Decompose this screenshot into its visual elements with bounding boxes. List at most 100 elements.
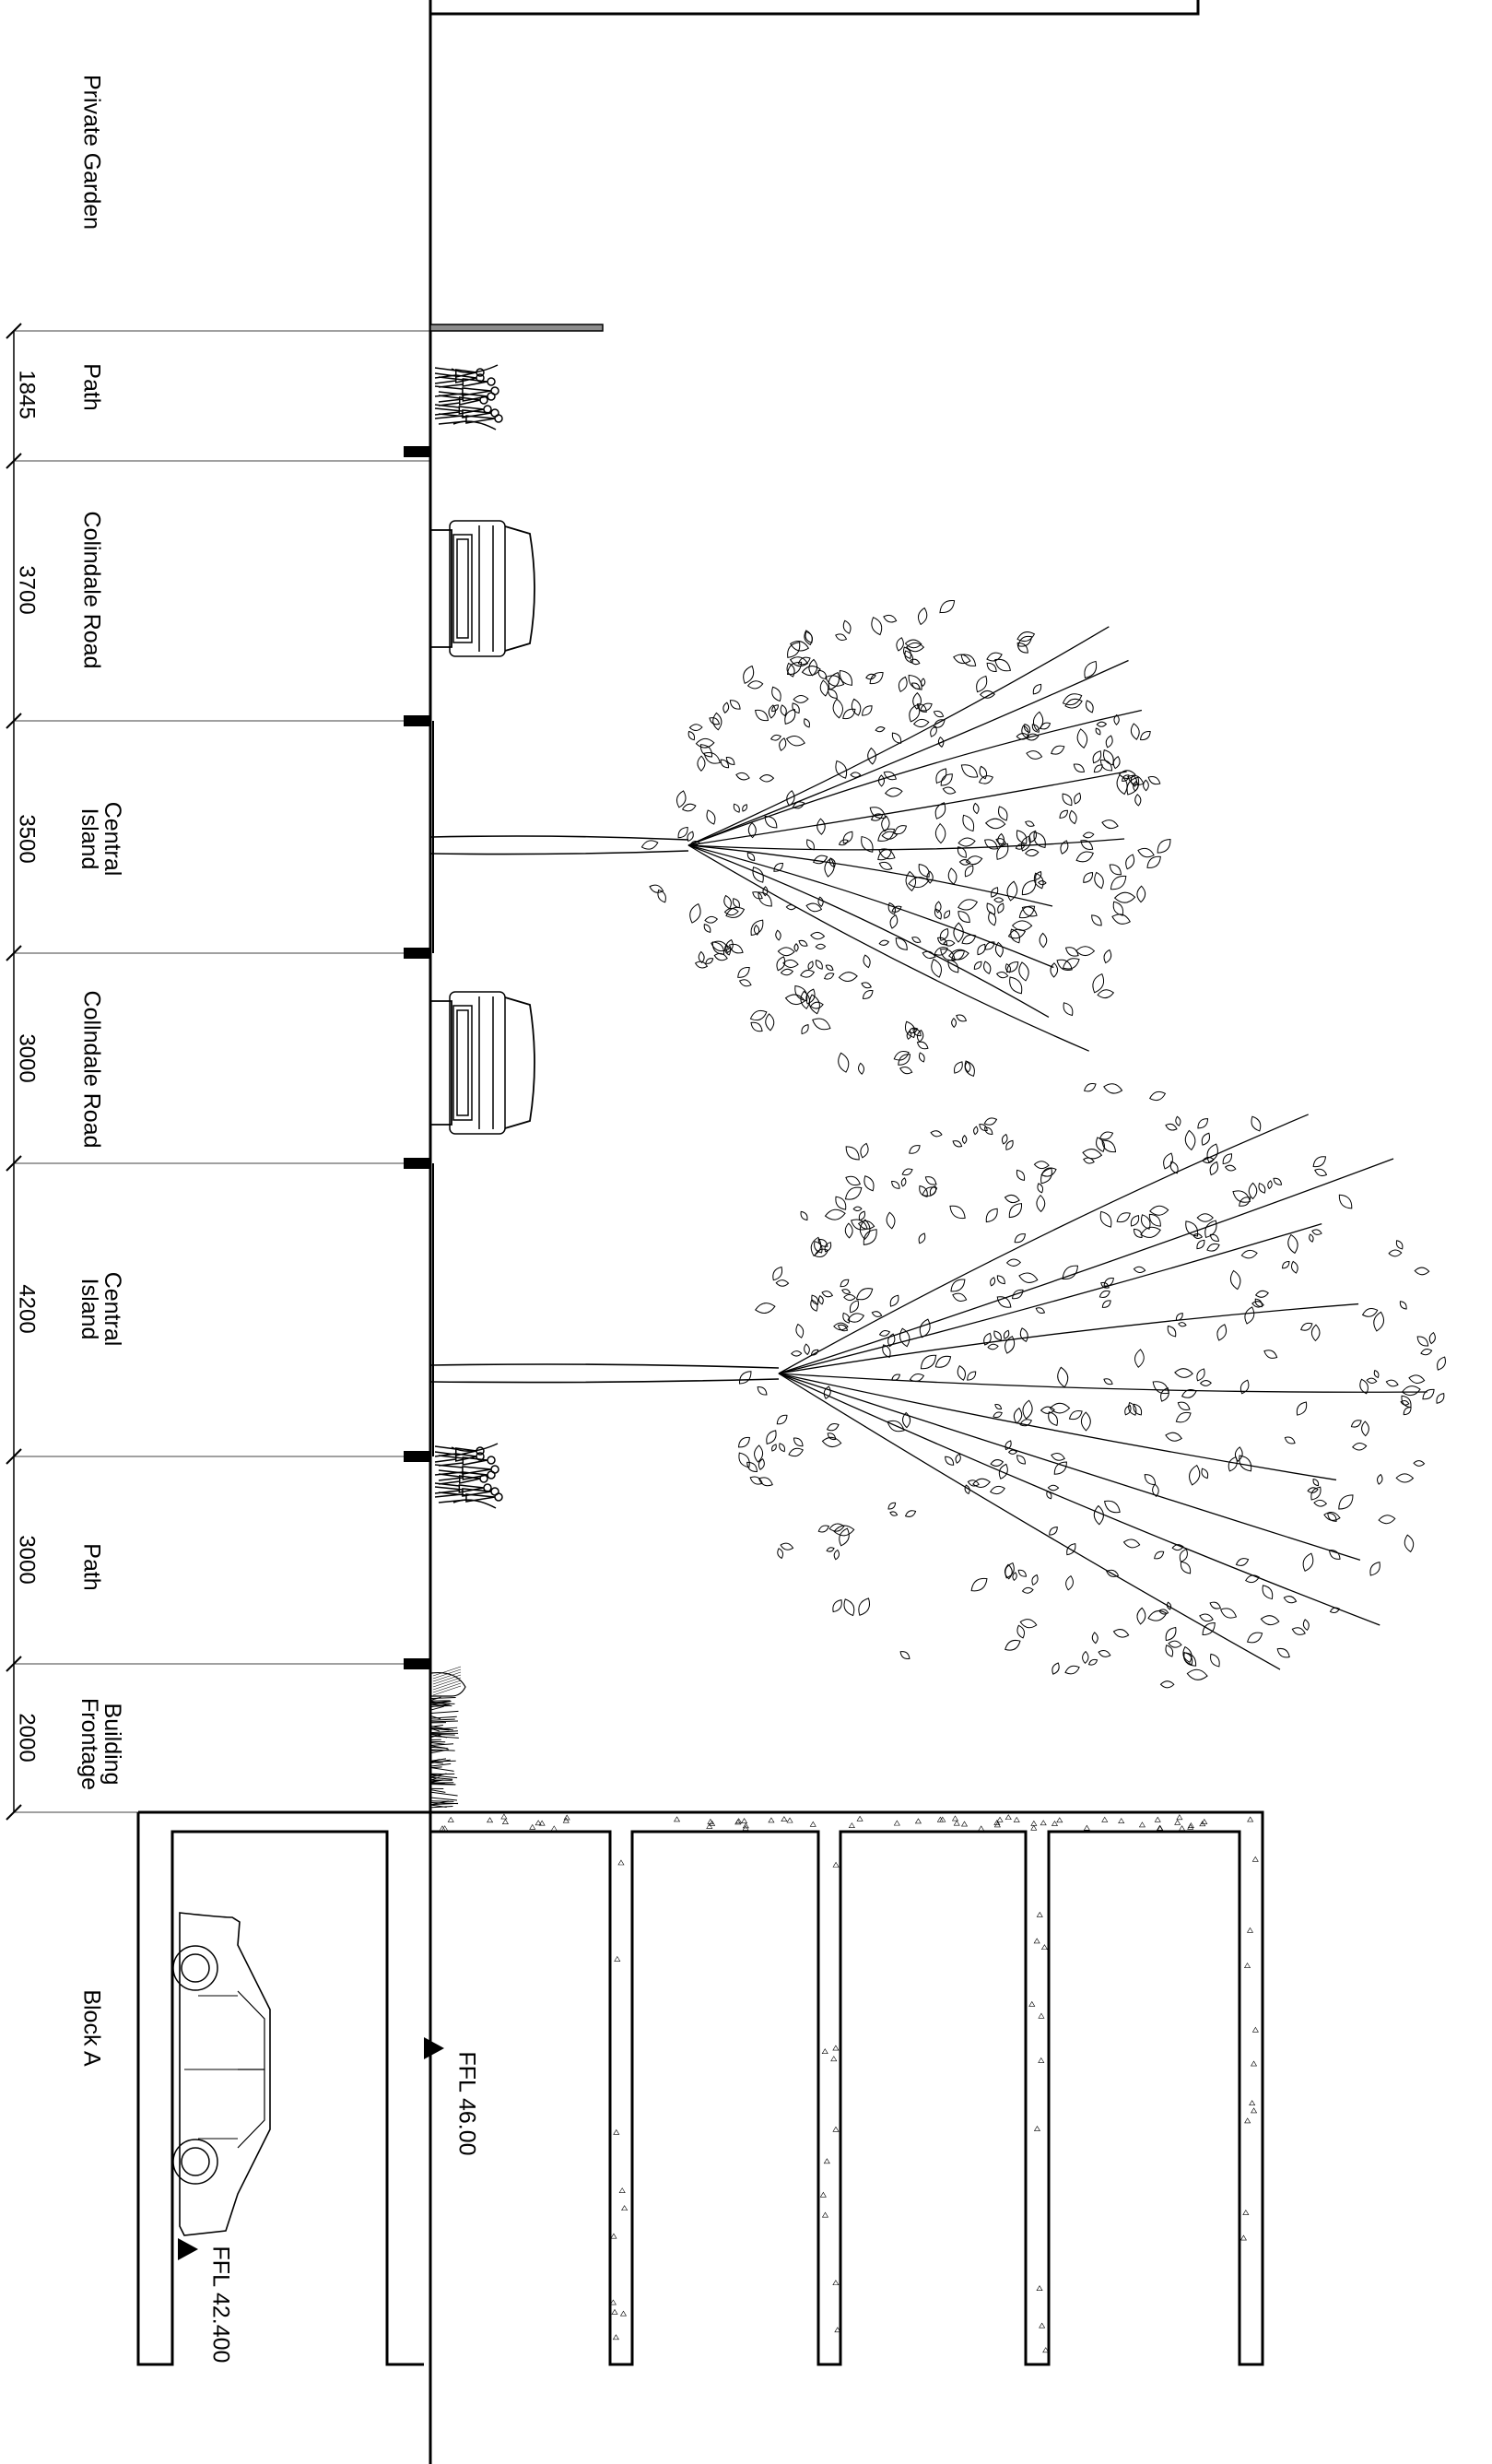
tree-leaf (1040, 722, 1051, 730)
tree-leaf (1051, 1453, 1065, 1461)
tree-leaf (1329, 1607, 1341, 1614)
tree-leaf (814, 1241, 823, 1254)
tree-leaf (687, 831, 694, 843)
zone-label-block-a: Block A (78, 1989, 104, 2067)
tree-leaf (1124, 1404, 1132, 1416)
dimension-tick-2 (6, 453, 22, 469)
tree-leaf (1098, 1290, 1110, 1298)
tree-leaf (1126, 776, 1140, 796)
tree-leaf (814, 1248, 829, 1258)
tree-leaf (832, 698, 843, 719)
tree-leaf (993, 1411, 1003, 1419)
tree-leaf (988, 911, 997, 926)
person-legs (434, 407, 464, 419)
tree-leaf (863, 1175, 875, 1192)
tree-leaf (812, 1018, 831, 1031)
slab-hatch (993, 1819, 1001, 1825)
tree-leaf (1049, 1527, 1058, 1536)
tree-leaf (952, 1292, 968, 1302)
tree-leaf (1125, 854, 1135, 870)
column-hatch (1038, 2012, 1045, 2019)
slab-hatch (1201, 1818, 1208, 1824)
person-body (462, 393, 488, 402)
tree-leaf (1222, 1153, 1233, 1165)
zone-label-path-2-line: Path (78, 1543, 104, 1590)
person-legs (438, 1469, 464, 1481)
tree-leaf (1160, 1386, 1169, 1402)
tree-leaf (725, 757, 735, 765)
tree-leaf (908, 674, 922, 690)
tree-leaf (1179, 1548, 1188, 1562)
tree-leaf (1239, 1379, 1250, 1395)
tree-leaf (1209, 1161, 1219, 1176)
tree-leaf (967, 1480, 980, 1487)
tree-leaf (1016, 733, 1029, 740)
tree-leaf (996, 1296, 1012, 1308)
tree-branch (687, 709, 1143, 846)
tree-leaf (918, 864, 930, 878)
tree-leaf (1400, 1399, 1410, 1406)
tree-leaf (1338, 1194, 1353, 1209)
tree-leaf (1377, 1473, 1383, 1485)
tree-leaf (1060, 840, 1069, 855)
column-hatch (617, 1859, 625, 1866)
slab-hatch (742, 1822, 749, 1829)
tree-leaf (1287, 1233, 1298, 1255)
tree-leaf (1076, 728, 1088, 749)
tree-leaf (1011, 920, 1033, 931)
tree-leaf (1148, 1213, 1161, 1227)
tree-leaf (1202, 1156, 1215, 1164)
tree-leaf (1066, 1543, 1076, 1556)
tree-leaf (1210, 1653, 1220, 1668)
tree-leaf (1097, 989, 1115, 998)
tree-branch (778, 1373, 1361, 1561)
tree-leaf (1040, 1167, 1052, 1185)
tree-leaf (1167, 1325, 1177, 1338)
slab-hatch (939, 1816, 946, 1822)
tree-leaf (934, 1355, 952, 1368)
tree-leaf (1254, 1298, 1263, 1308)
tree-leaf (970, 1577, 988, 1592)
tree-leaf (965, 855, 983, 866)
tree-leaf (1028, 830, 1037, 843)
shrub-stem (430, 1782, 456, 1786)
tree-leaf (657, 889, 666, 903)
tree-leaf (986, 902, 996, 915)
column-hatch (1033, 1938, 1040, 1944)
tree-leaf (810, 1349, 819, 1356)
tree-leaf (1037, 1183, 1044, 1194)
tree-leaf (746, 680, 764, 690)
car-body (179, 1912, 271, 2236)
slab-hatch (707, 1818, 714, 1824)
tree-leaf (1101, 1300, 1111, 1308)
tree-leaf (1310, 1324, 1321, 1342)
tree-leaf (1128, 1401, 1137, 1416)
tree-icon-island-1 (430, 600, 1171, 1078)
tree-leaf (733, 803, 740, 813)
tree-leaf (811, 1294, 819, 1305)
tree-leaf (898, 676, 908, 692)
tree-leaf (838, 839, 849, 846)
tree-leaf (1106, 1569, 1120, 1577)
tree-leaf (792, 801, 805, 809)
tree-leaf (1098, 1131, 1114, 1140)
tree-leaf (952, 1140, 963, 1148)
tree-leaf (755, 709, 769, 722)
tree-leaf (1228, 1456, 1238, 1472)
slab-hatch (742, 1824, 749, 1831)
tree-leaf (842, 831, 853, 844)
tree-leaf (906, 1030, 912, 1040)
tree-leaf (1220, 1608, 1238, 1619)
tree-leaf (1064, 947, 1079, 957)
tree-leaf (835, 1196, 847, 1210)
tree-leaf (784, 708, 796, 725)
tree-leaf (1064, 1665, 1080, 1675)
tree-leaf (867, 747, 876, 765)
tree-leaf (746, 1461, 758, 1472)
tree-leaf (777, 947, 795, 957)
tree-leaf (844, 1222, 853, 1239)
tree-leaf (871, 617, 883, 636)
zone-label-frontage: BuildingFrontage (76, 1698, 125, 1790)
tree-leaf (712, 712, 723, 731)
column-hatch (1244, 2117, 1251, 2124)
